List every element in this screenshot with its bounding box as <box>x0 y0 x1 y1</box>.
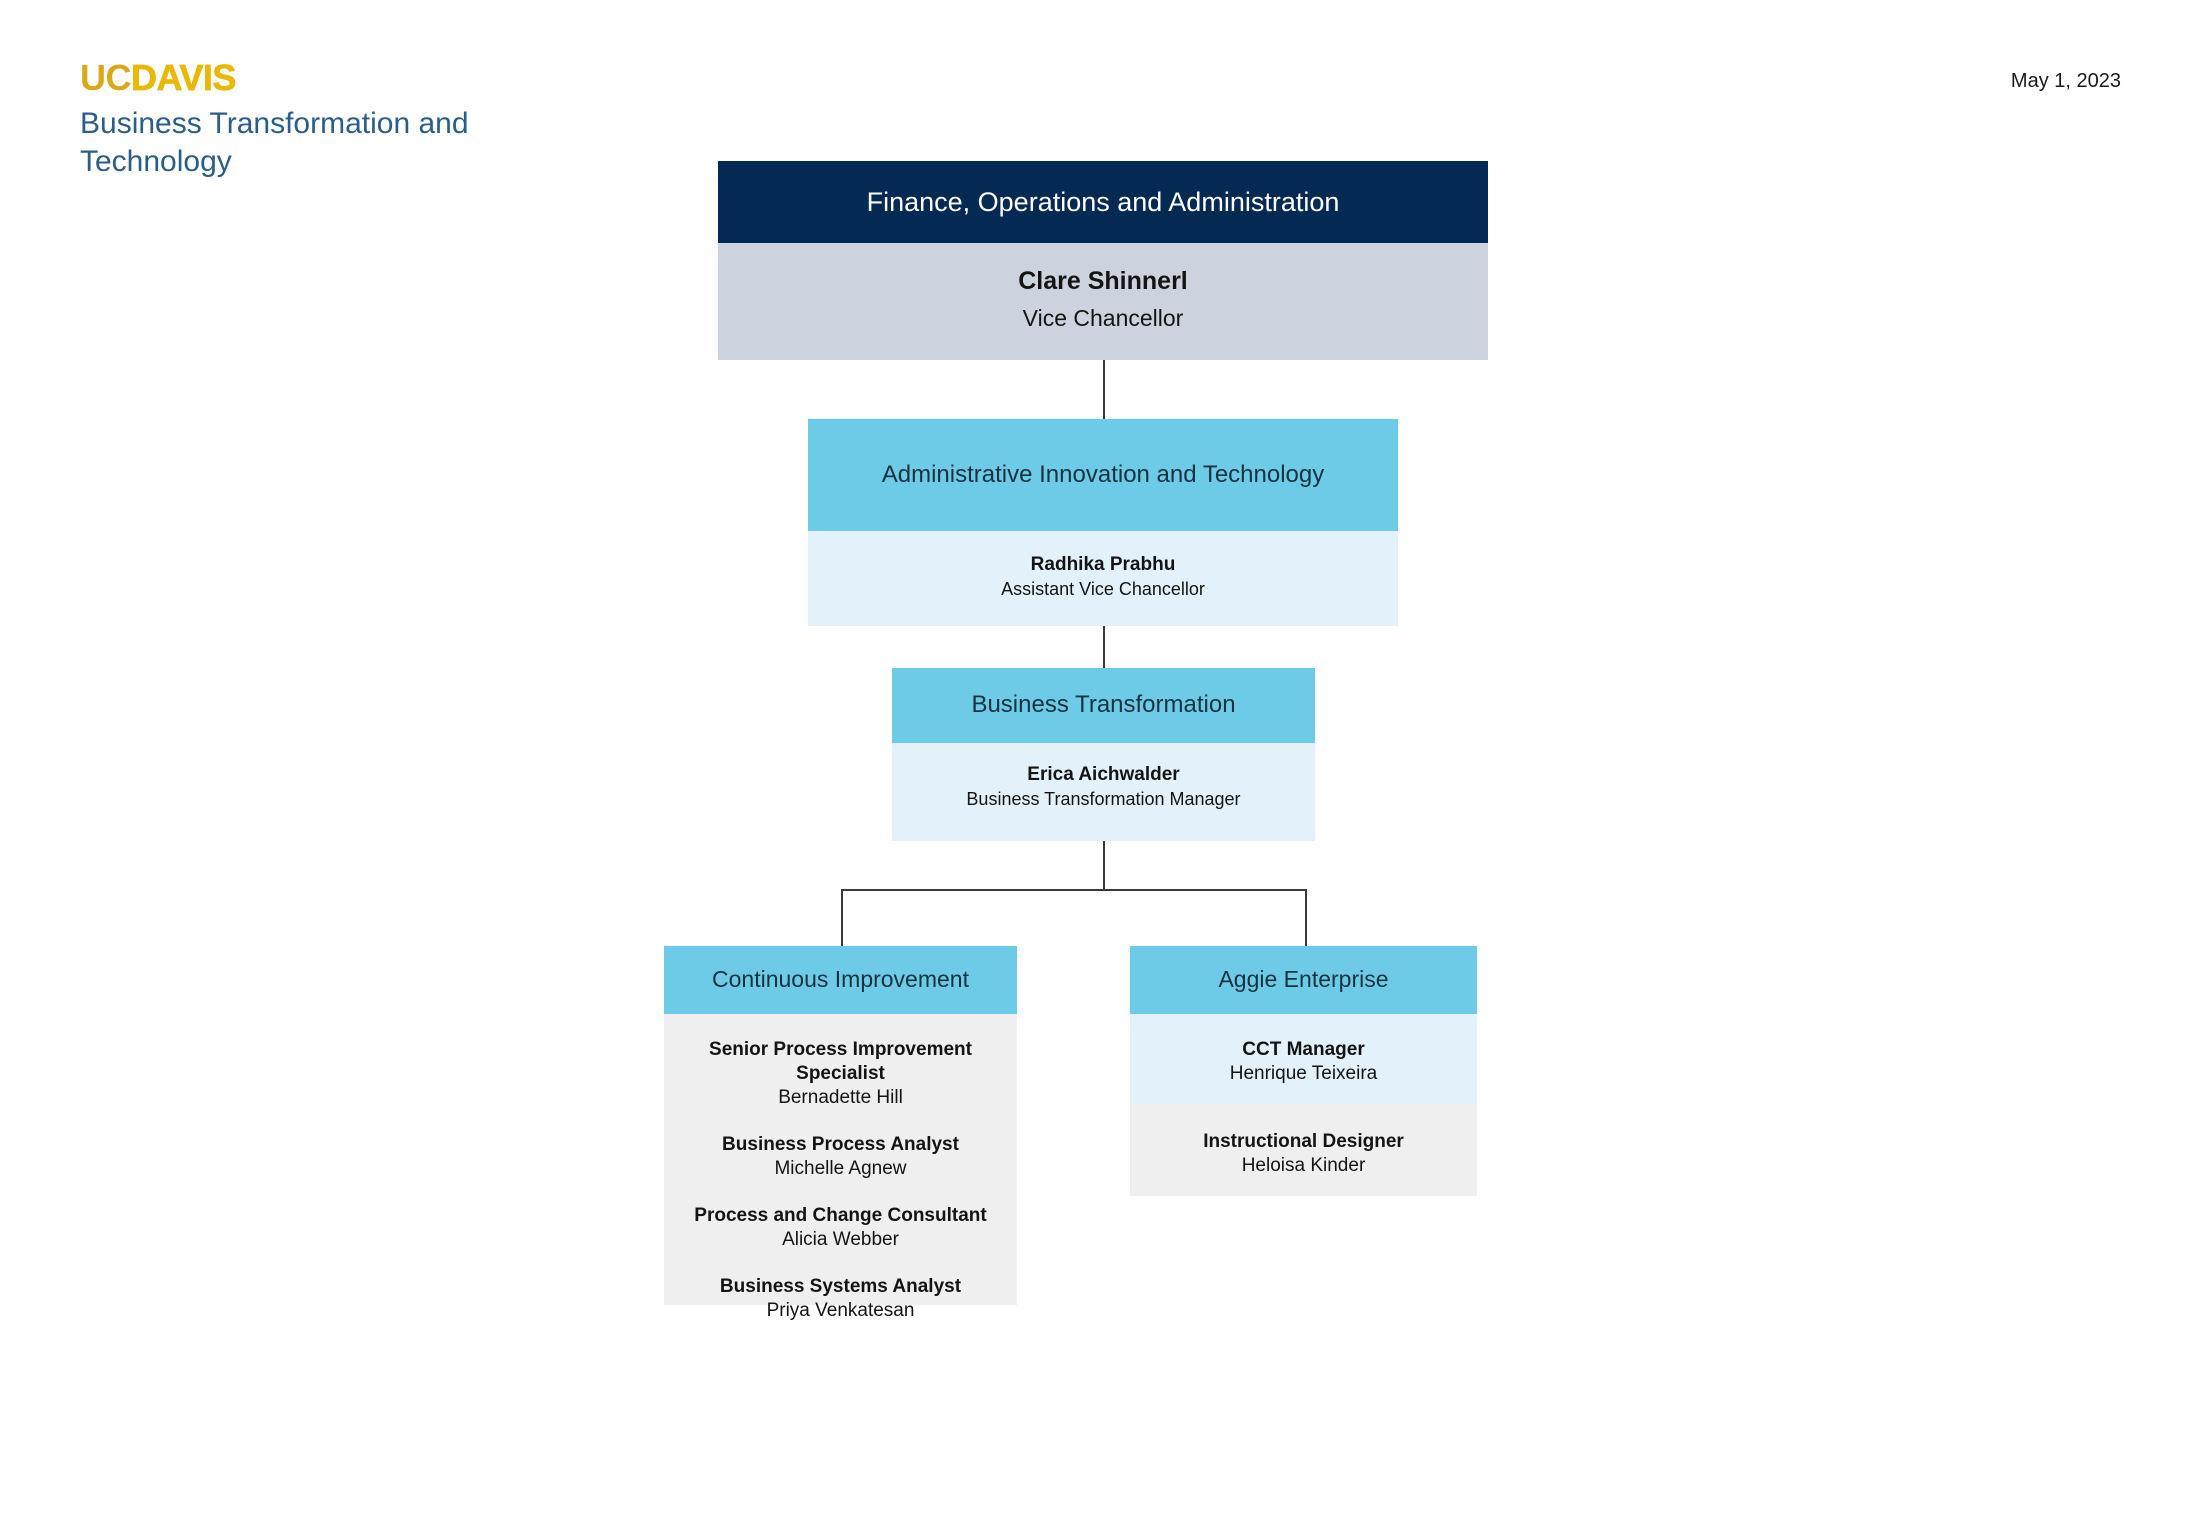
connector-level3-stem <box>1103 840 1105 890</box>
node-aggie-enterprise[interactable]: Aggie Enterprise CCT Manager Henrique Te… <box>1130 946 1477 1196</box>
node-body-business-transformation: Erica Aichwalder Business Transformation… <box>892 743 1315 841</box>
logo-uc-text: UC <box>80 57 132 98</box>
node-header-finance-operations-administration: Finance, Operations and Administration <box>718 161 1488 243</box>
staff-entry: Process and Change Consultant Alicia Web… <box>676 1204 1005 1253</box>
staff-entry: CCT Manager Henrique Teixeira <box>1142 1038 1465 1087</box>
node-header-continuous-improvement: Continuous Improvement <box>664 946 1017 1014</box>
connector-level4-bar <box>841 889 1306 891</box>
person-name-clare-shinnerl: Clare Shinnerl <box>1018 267 1188 295</box>
staff-person: Bernadette Hill <box>778 1087 903 1109</box>
staff-role: Instructional Designer <box>1203 1131 1404 1152</box>
node-administrative-innovation-technology[interactable]: Administrative Innovation and Technology… <box>808 419 1398 626</box>
connector-to-continuous-improvement <box>841 889 843 946</box>
logo-davis-text: DAVIS <box>131 57 237 98</box>
staff-person: Alicia Webber <box>782 1228 899 1250</box>
staff-role: Process and Change Consultant <box>694 1204 987 1226</box>
staff-entry: Senior Process Improvement Specialist Be… <box>676 1038 1005 1111</box>
person-name-radhika-prabhu: Radhika Prabhu <box>1030 554 1176 575</box>
connector-to-aggie-enterprise <box>1305 889 1307 946</box>
staff-entry: Business Process Analyst Michelle Agnew <box>676 1133 1005 1182</box>
person-title-business-transformation-manager: Business Transformation Manager <box>966 788 1241 809</box>
person-title-assistant-vice-chancellor: Assistant Vice Chancellor <box>1001 578 1205 599</box>
node-body-continuous-improvement: Senior Process Improvement Specialist Be… <box>664 1014 1017 1321</box>
node-continuous-improvement[interactable]: Continuous Improvement Senior Process Im… <box>664 946 1017 1321</box>
staff-entry: Business Systems Analyst Priya Venkatesa… <box>676 1275 1005 1324</box>
staff-person: Priya Venkatesan <box>766 1299 915 1321</box>
staff-role: Business Process Analyst <box>722 1133 959 1155</box>
staff-person: Henrique Teixeira <box>1229 1063 1378 1085</box>
logo-wordmark: UCDAVIS <box>80 57 500 98</box>
ucdavis-logo: UCDAVIS Business Transformation and Tech… <box>80 57 500 180</box>
node-header-administrative-innovation-technology: Administrative Innovation and Technology <box>808 419 1398 531</box>
node-business-transformation[interactable]: Business Transformation Erica Aichwalder… <box>892 668 1315 841</box>
node-header-aggie-enterprise: Aggie Enterprise <box>1130 946 1477 1014</box>
person-name-erica-aichwalder: Erica Aichwalder <box>1027 764 1180 785</box>
staff-role: Business Systems Analyst <box>719 1275 962 1297</box>
staff-role: Senior Process Improvement Specialist <box>709 1039 972 1085</box>
connector-root-to-level2 <box>1103 360 1105 419</box>
node-body-aggie-enterprise-cct: CCT Manager Henrique Teixeira <box>1130 1014 1477 1104</box>
staff-entry: Instructional Designer Heloisa Kinder <box>1142 1130 1465 1179</box>
person-title-vice-chancellor: Vice Chancellor <box>1022 304 1184 331</box>
node-body-administrative-innovation-technology: Radhika Prabhu Assistant Vice Chancellor <box>808 531 1398 626</box>
staff-role: CCT Manager <box>1242 1039 1365 1060</box>
staff-person: Michelle Agnew <box>774 1158 907 1180</box>
logo-subtitle: Business Transformation and Technology <box>80 107 469 178</box>
connector-level2-to-level3 <box>1103 626 1105 668</box>
node-finance-operations-administration[interactable]: Finance, Operations and Administration C… <box>718 161 1488 360</box>
node-body-aggie-enterprise-instructional: Instructional Designer Heloisa Kinder <box>1130 1104 1477 1196</box>
document-date: May 1, 2023 <box>2010 70 2121 92</box>
node-header-business-transformation: Business Transformation <box>892 668 1315 743</box>
staff-person: Heloisa Kinder <box>1241 1155 1366 1177</box>
node-body-finance-operations-administration: Clare Shinnerl Vice Chancellor <box>718 243 1488 360</box>
